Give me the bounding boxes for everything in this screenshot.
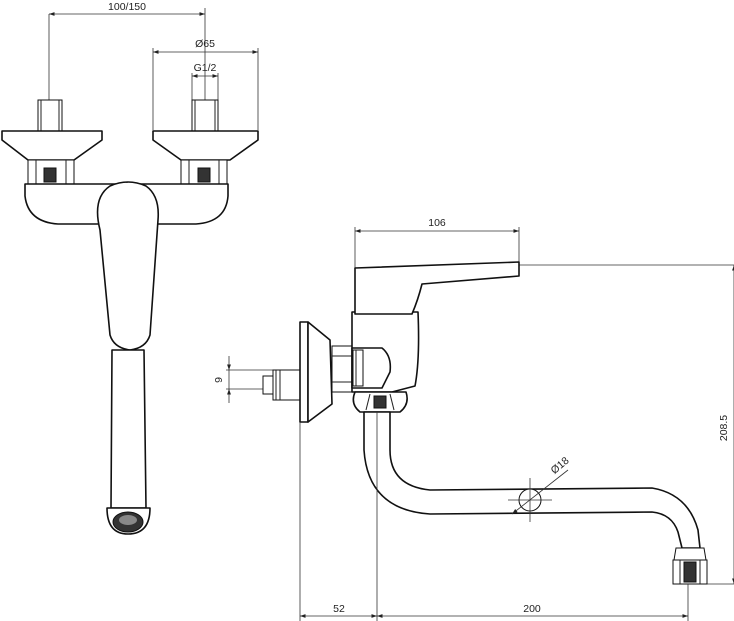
front-view: 100/150 Ø65 G1/2 — [1, 1, 259, 535]
dim-spout-diameter-label: Ø18 — [549, 455, 572, 477]
side-view: 106 208.5 9 — [213, 217, 734, 621]
dim-wall-offset: 52 — [299, 412, 378, 621]
dim-lever-length-label: 106 — [428, 217, 446, 229]
left-inlet-connector — [1, 99, 103, 185]
spout-side — [363, 411, 701, 549]
dim-flange-diameter: Ø65 — [152, 38, 259, 130]
lever-side — [354, 261, 520, 315]
dim-lever-length: 106 — [354, 217, 520, 268]
dim-wall-offset-label: 52 — [333, 603, 345, 615]
lever-front — [96, 181, 160, 351]
dim-thread-label: G1/2 — [194, 62, 217, 74]
inlet-stub — [262, 369, 302, 401]
dim-spout-reach: 200 — [377, 584, 689, 621]
spout-front — [106, 349, 151, 535]
dim-total-height: 208.5 — [519, 264, 734, 585]
dim-spacing-label: 100/150 — [108, 1, 146, 13]
dim-inlet-label: 9 — [213, 377, 225, 383]
dim-total-height-label: 208.5 — [718, 415, 730, 441]
spout-outlet — [672, 547, 708, 585]
wall-flange — [299, 321, 353, 423]
mixer-body-side — [351, 311, 420, 393]
dim-flange-diameter-label: Ø65 — [195, 38, 215, 50]
spout-nut — [352, 391, 408, 413]
dim-spacing: 100/150 — [48, 1, 206, 100]
dim-spout-reach-label: 200 — [523, 603, 541, 615]
dim-thread: G1/2 — [191, 62, 219, 102]
right-inlet-connector — [152, 99, 259, 185]
